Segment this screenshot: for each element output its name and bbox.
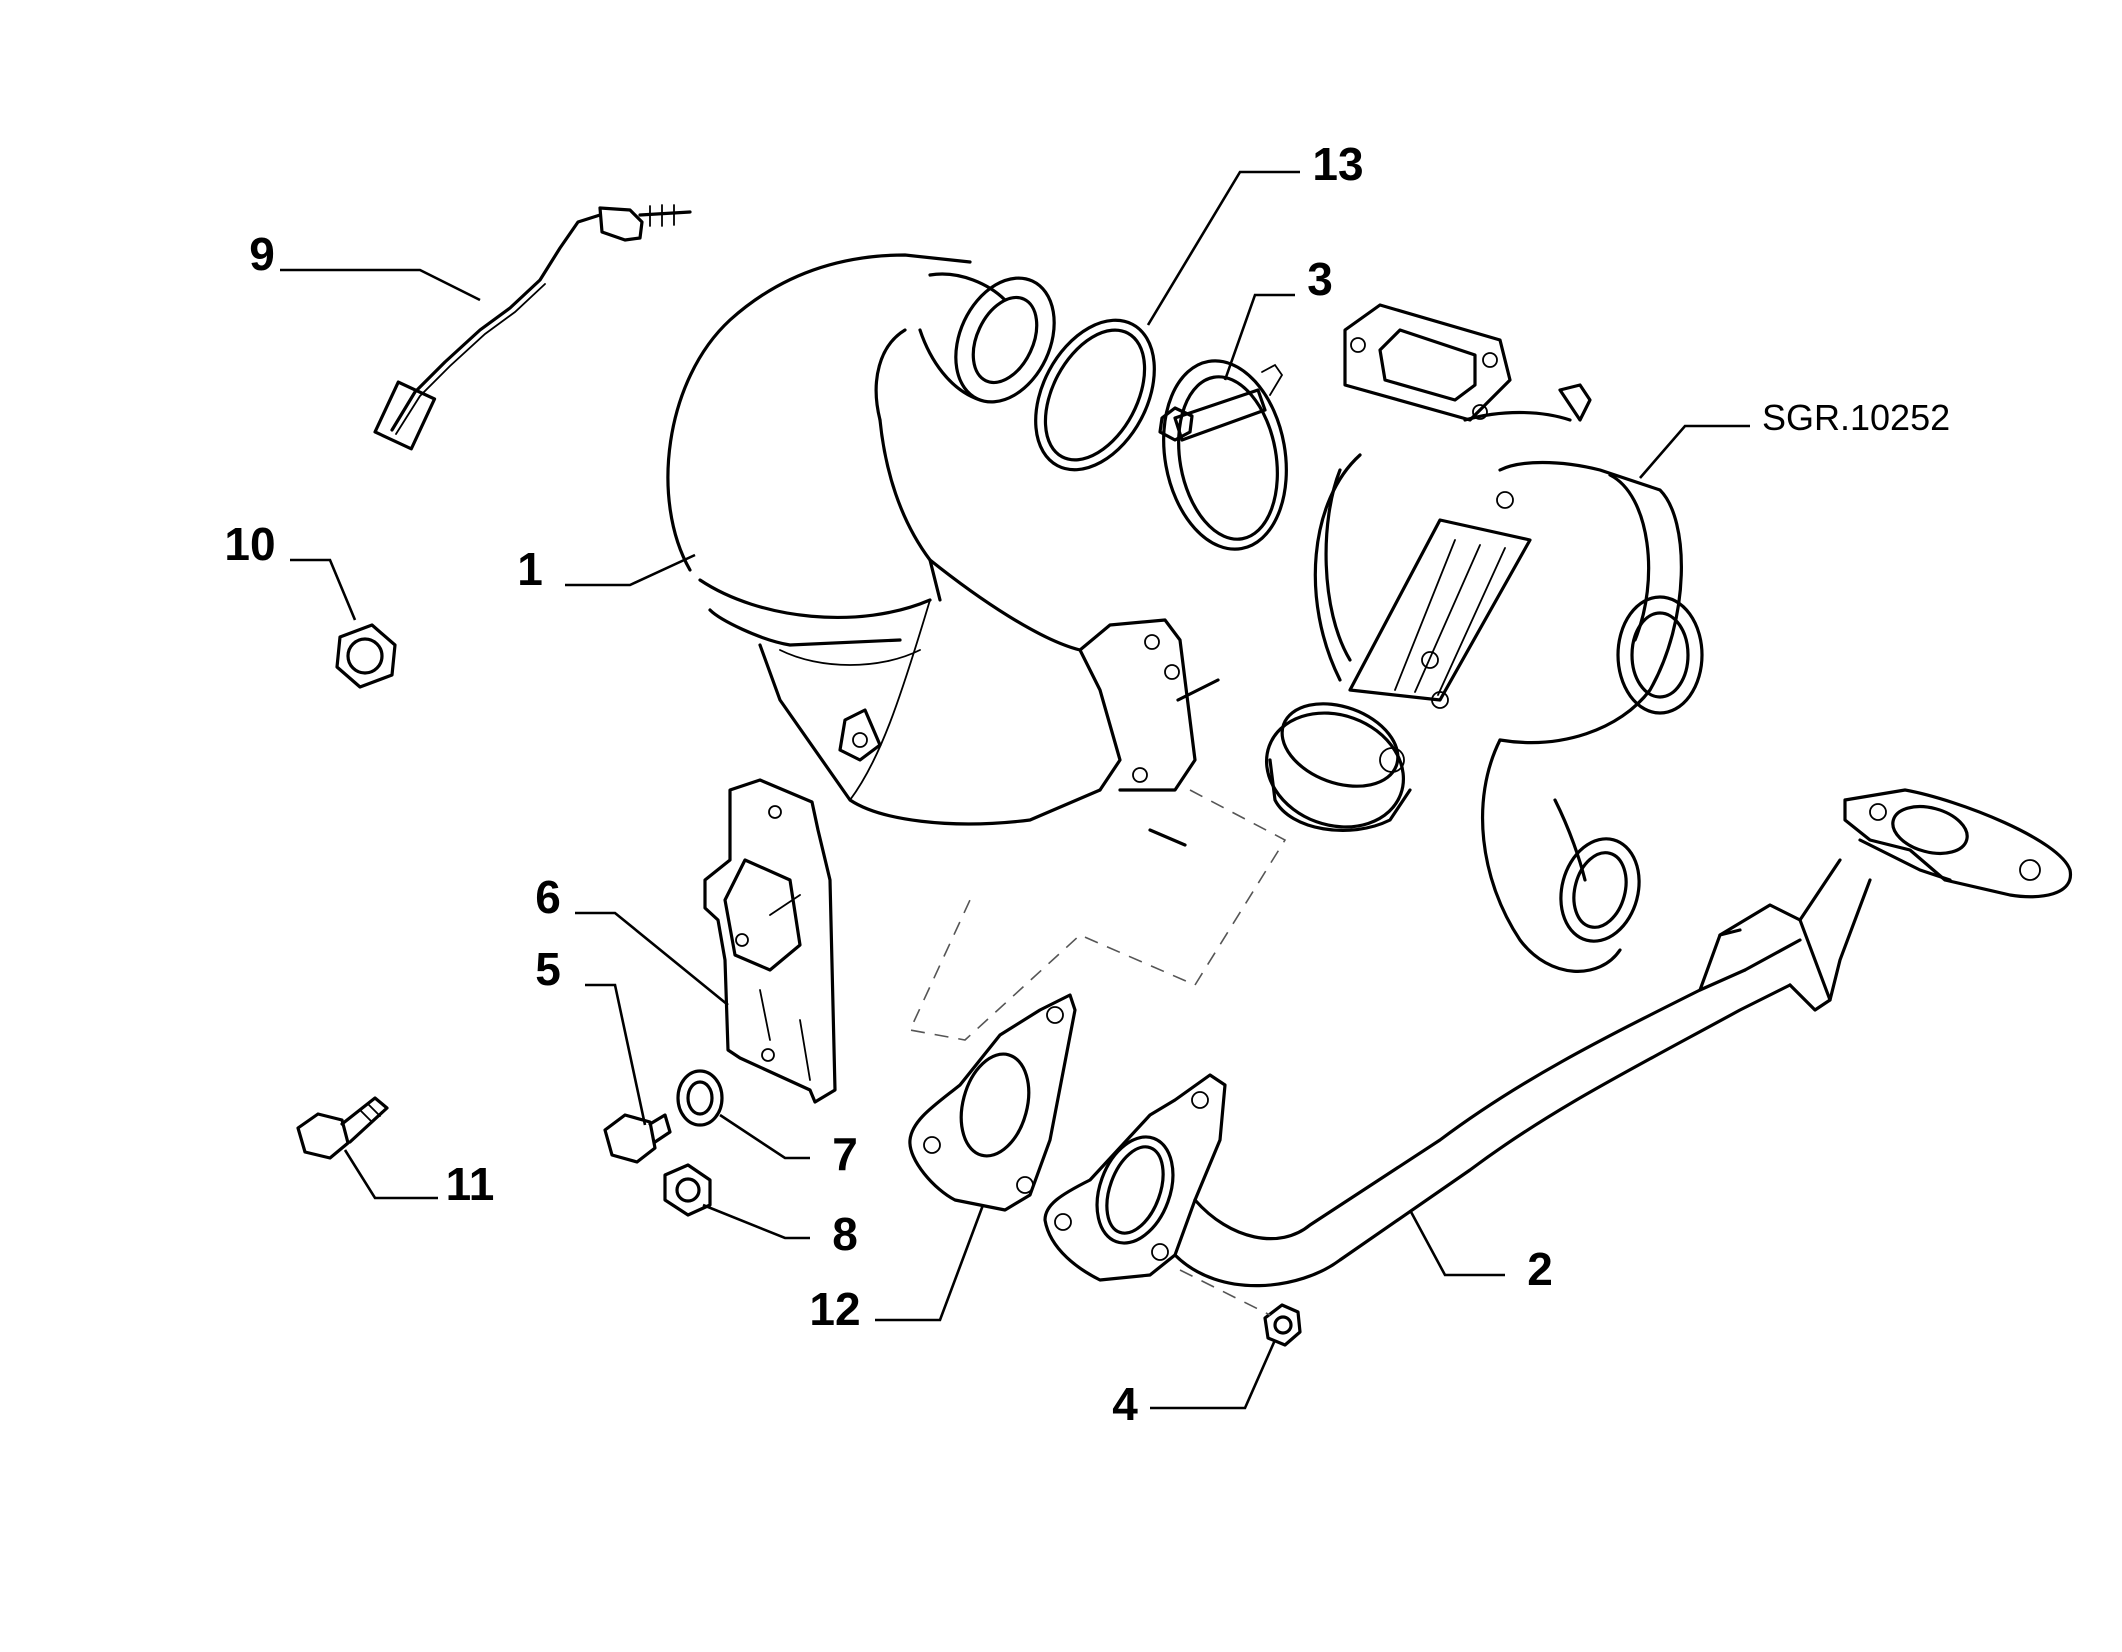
- callout-13: 13: [1312, 138, 1363, 190]
- hex-bolt-11[interactable]: [296, 1096, 389, 1160]
- hex-nut-10[interactable]: [335, 623, 397, 689]
- callout-12: 12: [809, 1283, 860, 1335]
- callout-4: 4: [1112, 1378, 1138, 1430]
- lambda-sensor[interactable]: [373, 204, 692, 451]
- drawing-reference: SGR.10252: [1762, 397, 1950, 438]
- support-bracket[interactable]: [703, 778, 837, 1104]
- leader-lines: [280, 170, 1750, 1410]
- flange-nut[interactable]: [1263, 1303, 1302, 1347]
- callout-5: 5: [535, 943, 561, 995]
- callout-11: 11: [446, 1158, 495, 1210]
- turbocharger: [1264, 303, 1704, 973]
- nut-8[interactable]: [663, 1163, 712, 1217]
- v-band-clamp[interactable]: [1149, 351, 1300, 559]
- callout-7: 7: [832, 1128, 858, 1180]
- catalytic-converter[interactable]: [666, 253, 1220, 847]
- bracket-screw[interactable]: [603, 1113, 672, 1164]
- callout-9: 9: [249, 228, 275, 280]
- callout-1: 1: [517, 543, 543, 595]
- assembly-hidden-lines: [908, 789, 1287, 1316]
- callout-6: 6: [535, 871, 561, 923]
- flange-gasket[interactable]: [908, 993, 1077, 1212]
- callout-2: 2: [1527, 1243, 1553, 1295]
- washer[interactable]: [676, 1069, 724, 1127]
- callout-8: 8: [832, 1208, 858, 1260]
- callout-3: 3: [1307, 253, 1333, 305]
- callout-labels: 1 2 3 4 5 6 7 8 9 10 11 12 13 SGR.10252: [224, 138, 1950, 1430]
- front-exhaust-pipe[interactable]: [1043, 788, 2072, 1288]
- callout-10: 10: [224, 518, 275, 570]
- sealing-ring[interactable]: [1012, 300, 1179, 490]
